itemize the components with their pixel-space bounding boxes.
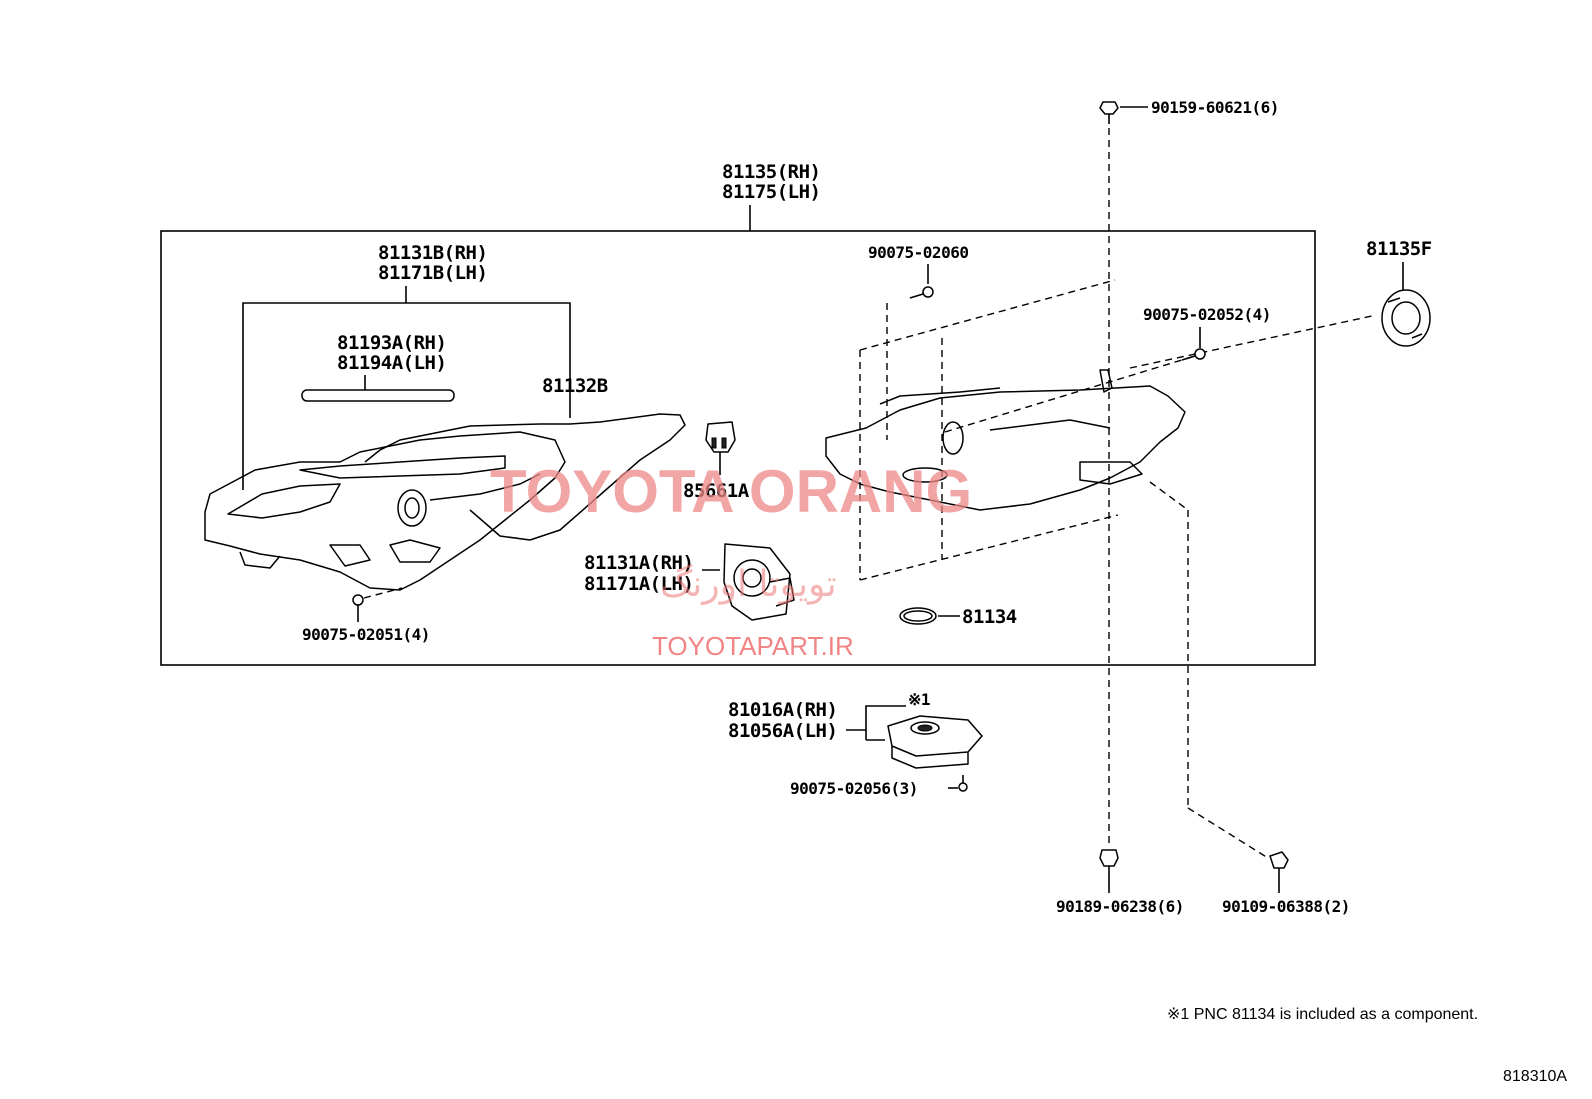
label-assy-rh[interactable]: 81135(RH) xyxy=(722,161,821,183)
label-trim-rh[interactable]: 81193A(RH) xyxy=(337,332,447,354)
watermark-persian: تویوتا اورنگ xyxy=(660,563,837,605)
ballast-icon[interactable] xyxy=(887,715,983,769)
label-lamp-unit-rh[interactable]: 81131A(RH) xyxy=(584,552,694,574)
label-screw-top[interactable]: 90075-02060 xyxy=(868,243,969,262)
bolt-icon[interactable] xyxy=(1099,849,1119,878)
label-screw-right[interactable]: 90075-02052(4) xyxy=(1143,305,1271,324)
label-assy-lh[interactable]: 81175(LH) xyxy=(722,181,821,203)
gasket-icon[interactable] xyxy=(364,413,686,541)
label-gasket[interactable]: 81132B xyxy=(542,375,608,397)
diagram-id: 818310A xyxy=(1503,1068,1567,1085)
label-bolt-bottom-left[interactable]: 90189-06238(6) xyxy=(1056,897,1184,916)
watermark-main: TOYOTA ORANG xyxy=(490,458,972,525)
bolt-icon[interactable] xyxy=(1099,101,1119,124)
watermark-url: TOYOTAPART.IR xyxy=(652,631,854,661)
label-socket[interactable]: 85661A xyxy=(683,480,750,502)
label-ballast-screw[interactable]: 90075-02056(3) xyxy=(790,779,918,798)
headlamp-housing-icon[interactable] xyxy=(204,431,566,591)
cap-icon[interactable] xyxy=(1381,289,1431,347)
lamp-unit-icon[interactable] xyxy=(723,543,795,621)
label-bolt-top[interactable]: 90159-60621(6) xyxy=(1151,98,1279,117)
label-oring[interactable]: 81134 xyxy=(962,606,1017,628)
label-bolt-bottom-right[interactable]: 90109-06388(2) xyxy=(1222,897,1350,916)
label-cap[interactable]: 81135F xyxy=(1366,238,1432,260)
label-ballast-ref[interactable]: ※1 xyxy=(908,690,931,709)
trim-strip-icon[interactable] xyxy=(301,389,455,402)
screw-icon[interactable] xyxy=(958,775,968,792)
bolt-icon[interactable] xyxy=(1269,851,1289,878)
label-screw-lower-left[interactable]: 90075-02051(4) xyxy=(302,625,430,644)
headlamp-rear-housing-icon[interactable] xyxy=(825,369,1186,511)
label-ballast-lh[interactable]: 81056A(LH) xyxy=(728,720,838,742)
label-lamp-unit-lh[interactable]: 81171A(LH) xyxy=(584,573,694,595)
label-ballast-rh[interactable]: 81016A(RH) xyxy=(728,699,838,721)
screw-icon[interactable] xyxy=(909,286,934,299)
label-housing-lh[interactable]: 81171B(LH) xyxy=(378,262,488,284)
assembly-frame xyxy=(160,230,1316,666)
label-trim-lh[interactable]: 81194A(LH) xyxy=(337,352,447,374)
screw-icon[interactable] xyxy=(1181,348,1206,361)
footnote: ※1 PNC 81134 is included as a component. xyxy=(1167,1006,1478,1023)
label-housing-rh[interactable]: 81131B(RH) xyxy=(378,242,488,264)
screw-icon[interactable] xyxy=(352,594,364,616)
oring-icon[interactable] xyxy=(899,607,937,625)
socket-icon[interactable] xyxy=(705,421,736,453)
